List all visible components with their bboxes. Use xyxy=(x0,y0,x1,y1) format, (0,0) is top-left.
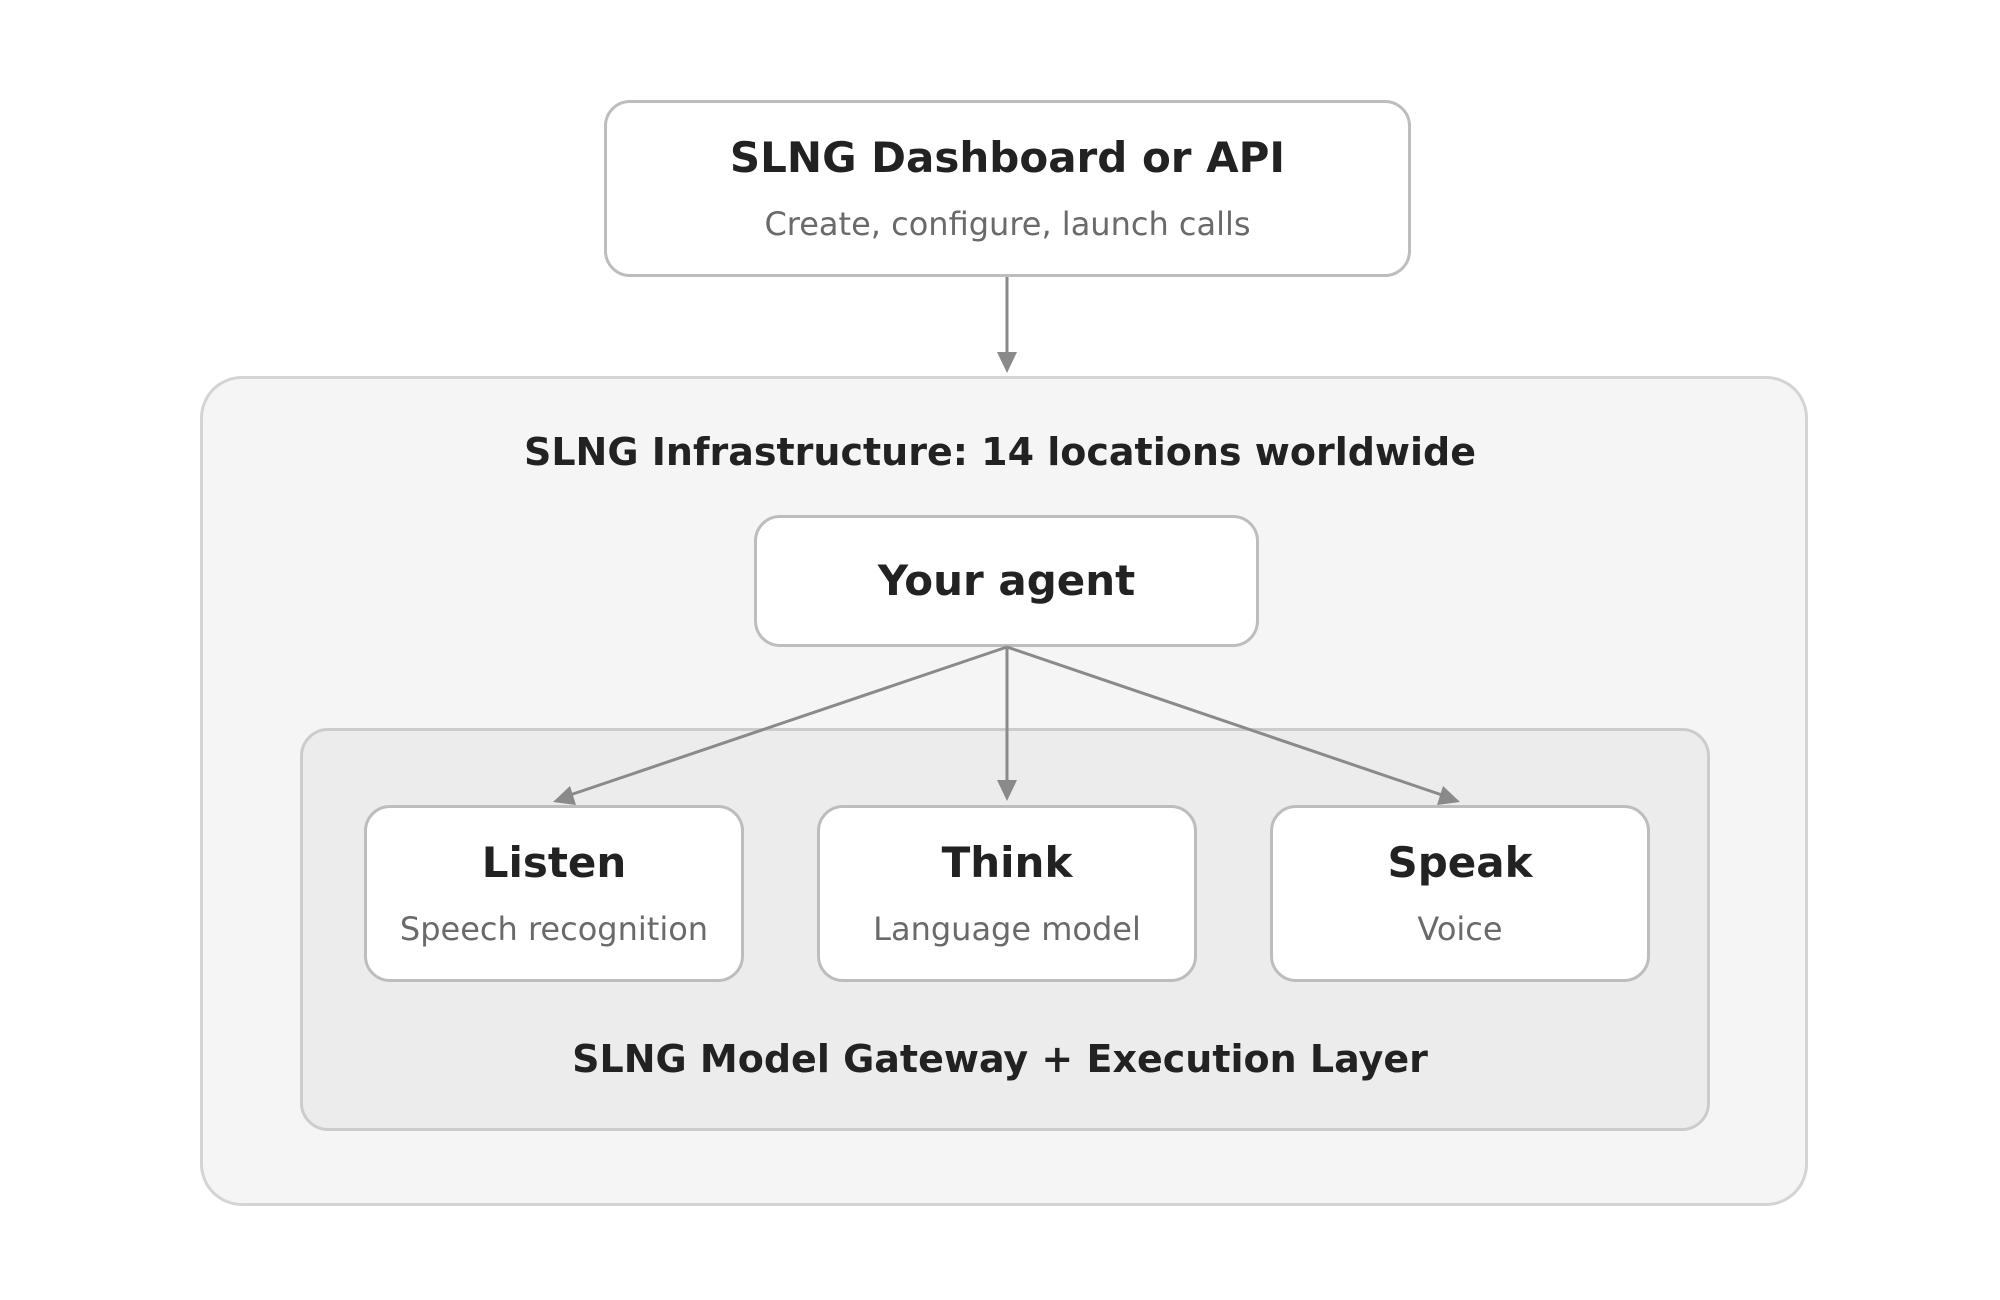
infrastructure-label: SLNG Infrastructure: 14 locations worldw… xyxy=(523,430,1477,474)
dashboard-box: SLNG Dashboard or API Create, configure,… xyxy=(604,100,1411,277)
stage-title-listen: Listen xyxy=(481,838,627,888)
dashboard-title: SLNG Dashboard or API xyxy=(729,133,1286,183)
stage-title-speak: Speak xyxy=(1387,838,1533,888)
stage-box-think: Think Language model xyxy=(817,805,1197,982)
stage-subtitle-listen: Speech recognition xyxy=(399,909,709,948)
agent-title: Your agent xyxy=(877,555,1136,605)
stage-subtitle-think: Language model xyxy=(873,909,1141,948)
stage-subtitle-speak: Voice xyxy=(1417,909,1503,948)
stage-box-speak: Speak Voice xyxy=(1270,805,1650,982)
agent-box: Your agent xyxy=(754,515,1259,647)
arrowhead-dashboard xyxy=(997,352,1017,373)
dashboard-subtitle: Create, configure, launch calls xyxy=(764,204,1251,243)
gateway-label: SLNG Model Gateway + Execution Layer xyxy=(572,1037,1428,1081)
stage-title-think: Think xyxy=(941,838,1073,888)
stage-box-listen: Listen Speech recognition xyxy=(364,805,744,982)
